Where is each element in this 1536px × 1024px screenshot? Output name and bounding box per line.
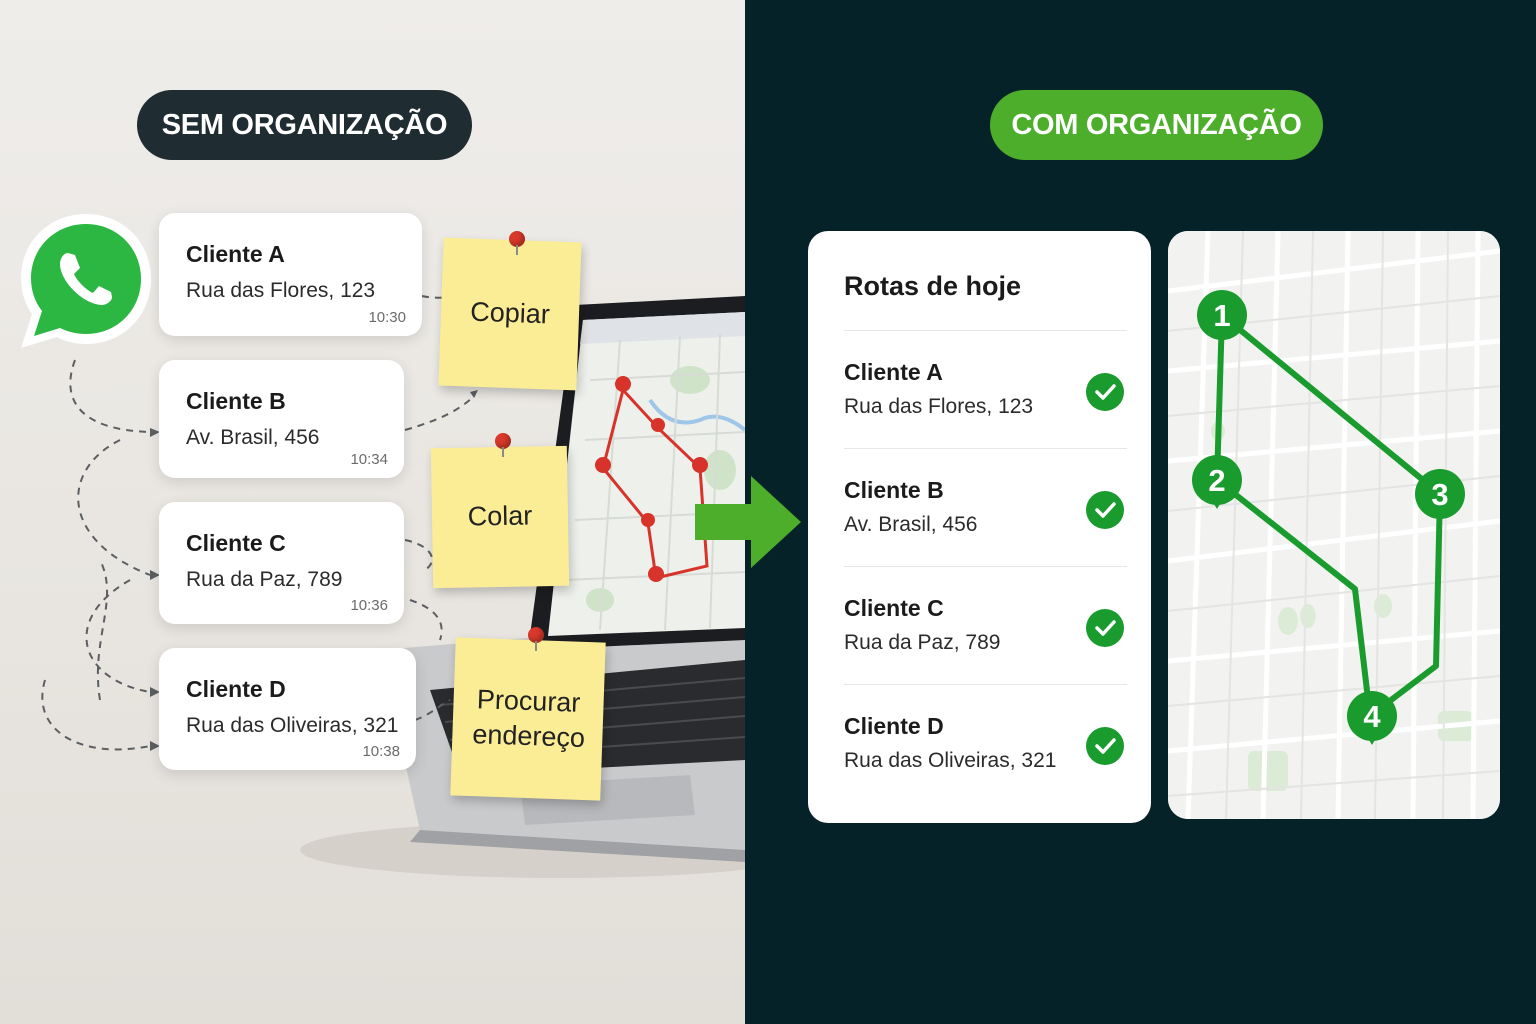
message-time: 10:30 bbox=[368, 309, 406, 326]
pushpin-icon bbox=[495, 433, 511, 457]
whatsapp-icon bbox=[21, 214, 151, 348]
map-stop-label: 3 bbox=[1431, 477, 1448, 512]
check-icon bbox=[1086, 373, 1124, 411]
message-name: Cliente D bbox=[186, 676, 286, 702]
check-icon bbox=[1086, 491, 1124, 529]
message-name: Cliente B bbox=[186, 388, 286, 414]
route-address: Rua das Flores, 123 bbox=[844, 395, 1034, 418]
left-panel-sem-organizacao: SEM ORGANIZAÇÃO Cliente A Rua das Flores… bbox=[0, 0, 745, 1024]
map-stop-3[interactable]: 3 bbox=[1415, 469, 1465, 523]
route-name: Cliente D bbox=[844, 713, 944, 739]
check-icon bbox=[1086, 727, 1124, 765]
message-cliente-b[interactable]: Cliente B Av. Brasil, 456 10:34 bbox=[159, 360, 404, 478]
message-name: Cliente A bbox=[186, 241, 285, 267]
note-copiar: Copiar bbox=[438, 237, 582, 391]
message-time: 10:38 bbox=[362, 743, 400, 760]
note-text: Procurar endereço bbox=[471, 684, 586, 753]
map-stop-2[interactable]: 2 bbox=[1192, 455, 1242, 509]
route-map[interactable]: 1 2 3 4 bbox=[1168, 231, 1500, 819]
route-address: Rua da Paz, 789 bbox=[844, 631, 1001, 654]
note-text: Colar bbox=[467, 500, 533, 533]
message-address: Rua das Flores, 123 bbox=[186, 279, 376, 302]
arrow-right-icon bbox=[695, 476, 801, 568]
check-icon bbox=[1086, 609, 1124, 647]
route-row-cliente-d[interactable]: Cliente D Rua das Oliveiras, 321 bbox=[844, 684, 1127, 803]
message-name: Cliente C bbox=[186, 530, 286, 556]
sem-organizacao-label: SEM ORGANIZAÇÃO bbox=[137, 90, 472, 160]
map-stop-4[interactable]: 4 bbox=[1347, 691, 1397, 745]
map-stop-label: 2 bbox=[1208, 463, 1225, 498]
routes-card: Rotas de hoje Cliente A Rua das Flores, … bbox=[808, 231, 1151, 823]
message-cliente-c[interactable]: Cliente C Rua da Paz, 789 10:36 bbox=[159, 502, 404, 624]
route-address: Rua das Oliveiras, 321 bbox=[844, 749, 1057, 772]
map-stop-label: 4 bbox=[1363, 699, 1381, 734]
route-stops: 1 2 3 4 bbox=[1192, 290, 1465, 745]
note-procurar-endereco: Procurar endereço bbox=[450, 637, 606, 801]
pushpin-icon bbox=[528, 627, 544, 651]
message-time: 10:36 bbox=[350, 597, 388, 614]
note-colar: Colar bbox=[430, 445, 570, 589]
routes-title: Rotas de hoje bbox=[844, 271, 1022, 301]
route-name: Cliente B bbox=[844, 477, 944, 503]
pushpin-icon bbox=[509, 231, 525, 255]
message-address: Av. Brasil, 456 bbox=[186, 426, 320, 449]
message-address: Rua das Oliveiras, 321 bbox=[186, 714, 399, 737]
message-cliente-d[interactable]: Cliente D Rua das Oliveiras, 321 10:38 bbox=[159, 648, 416, 770]
com-organizacao-label: COM ORGANIZAÇÃO bbox=[990, 90, 1323, 160]
route-row-cliente-a[interactable]: Cliente A Rua das Flores, 123 bbox=[844, 330, 1127, 449]
route-name: Cliente A bbox=[844, 359, 943, 385]
message-time: 10:34 bbox=[350, 451, 388, 468]
map-stop-1[interactable]: 1 bbox=[1197, 290, 1247, 344]
message-address: Rua da Paz, 789 bbox=[186, 568, 343, 591]
note-text: Copiar bbox=[469, 297, 551, 330]
route-name: Cliente C bbox=[844, 595, 944, 621]
route-address: Av. Brasil, 456 bbox=[844, 513, 978, 536]
message-cliente-a[interactable]: Cliente A Rua das Flores, 123 10:30 bbox=[159, 213, 422, 336]
map-stop-label: 1 bbox=[1213, 298, 1230, 333]
route-row-cliente-b[interactable]: Cliente B Av. Brasil, 456 bbox=[844, 448, 1127, 567]
route-row-cliente-c[interactable]: Cliente C Rua da Paz, 789 bbox=[844, 566, 1127, 685]
